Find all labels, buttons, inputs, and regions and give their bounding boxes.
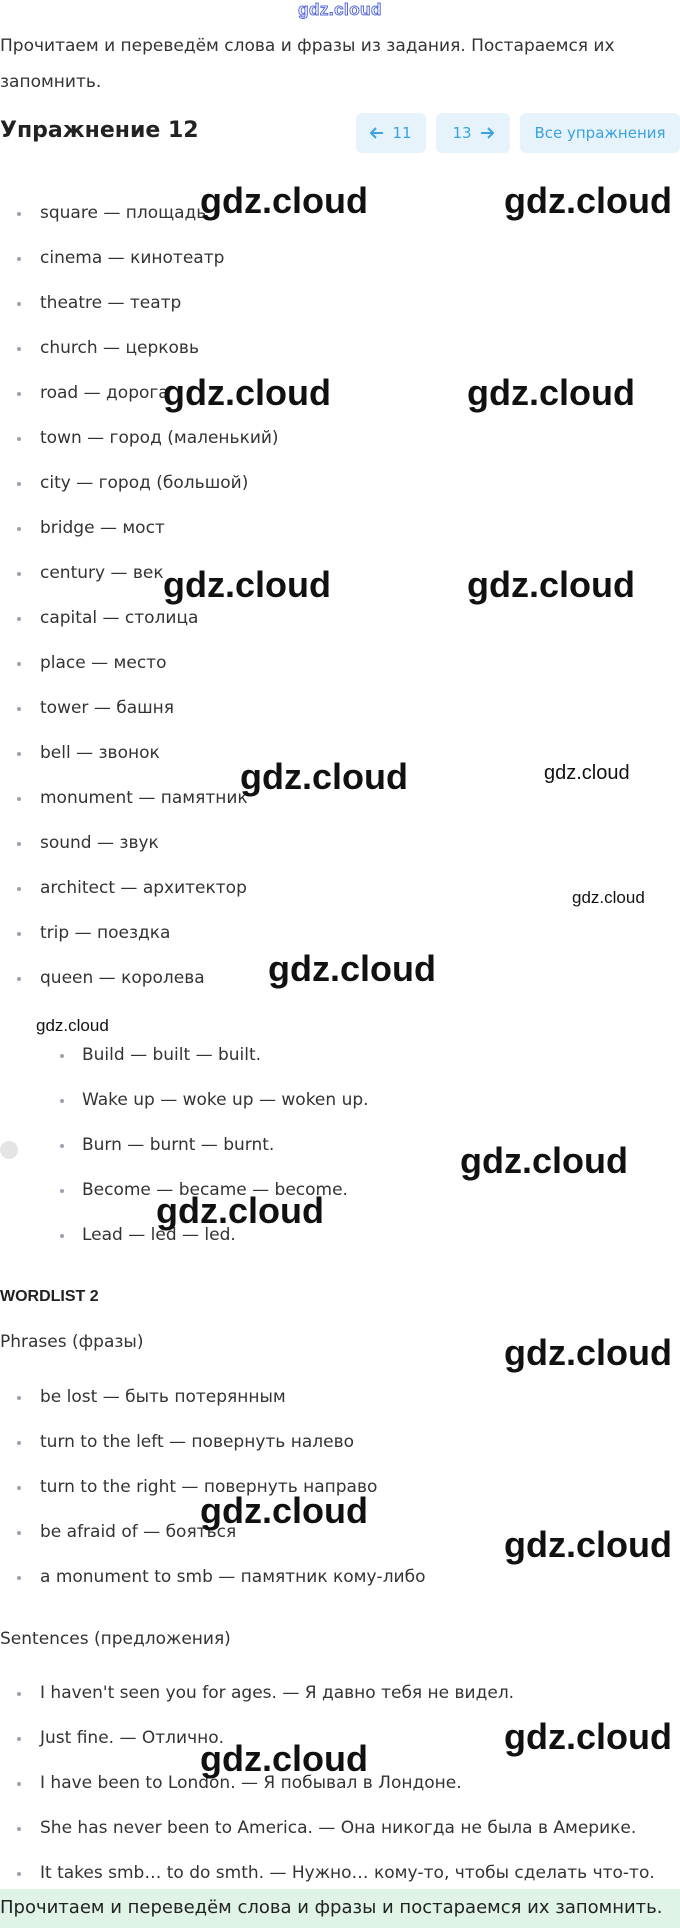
intro-text: Прочитаем и переведём слова и фразы из з… — [0, 36, 615, 92]
list-item: road — дорога — [0, 371, 279, 416]
watermark: gdz.cloud — [504, 1716, 672, 1757]
phrases-list: be lost — быть потерянным turn to the le… — [0, 1375, 426, 1600]
list-item: city — город (большой) — [0, 461, 279, 506]
phrases-heading: Phrases (фразы) — [0, 1332, 144, 1352]
watermark: gdz.cloud — [467, 372, 635, 413]
watermark: gdz.cloud — [572, 888, 645, 907]
site-logo[interactable]: gdz.cloud — [298, 0, 382, 20]
list-item: monument — памятник — [0, 776, 279, 821]
wordlist-heading: WORDLIST 2 — [0, 1288, 99, 1305]
verb-forms-list: Build — built — built. Wake up — woke up… — [0, 1033, 369, 1258]
list-item: Build — built — built. — [0, 1033, 369, 1078]
list-item: Lead — led — led. — [0, 1213, 369, 1258]
watermark: gdz.cloud — [240, 756, 408, 797]
list-item: queen — королева — [0, 956, 279, 1001]
prev-exercise-label: 11 — [392, 124, 412, 142]
list-item: square — площадь — [0, 191, 279, 236]
answer-banner: Прочитаем и переведём слова и фразы и по… — [0, 1889, 680, 1928]
watermark: gdz.cloud — [268, 948, 436, 989]
list-item: Become — became — become. — [0, 1168, 369, 1213]
verbs-label: gdz.cloud — [36, 1016, 109, 1035]
list-item: be lost — быть потерянным — [0, 1375, 426, 1420]
list-item: be afraid of — бояться — [0, 1510, 426, 1555]
arrow-left-icon — [370, 127, 384, 139]
all-exercises-label: Все упражнения — [534, 124, 666, 142]
list-item: trip — поездка — [0, 911, 279, 956]
audio-play-icon[interactable] — [0, 1141, 18, 1159]
list-item: theatre — театр — [0, 281, 279, 326]
list-item: sound — звук — [0, 821, 279, 866]
watermark: gdz.cloud — [504, 180, 672, 221]
list-item: I have been to London. — Я побывал в Лон… — [0, 1761, 655, 1806]
list-item: It takes smb… to do smth. — Нужно… кому-… — [0, 1851, 655, 1896]
watermark: gdz.cloud — [200, 1490, 368, 1531]
vocabulary-list: square — площадь cinema — кинотеатр thea… — [0, 191, 279, 1001]
next-exercise-button[interactable]: 13 — [436, 113, 510, 153]
list-item: She has never been to America. — Она ник… — [0, 1806, 655, 1851]
sentences-heading: Sentences (предложения) — [0, 1629, 231, 1649]
list-item: Just fine. — Отлично. — [0, 1716, 655, 1761]
next-exercise-label: 13 — [452, 124, 472, 142]
watermark: gdz.cloud — [504, 1524, 672, 1565]
list-item: turn to the left — повернуть налево — [0, 1420, 426, 1465]
list-item: Burn — burnt — burnt. — [0, 1123, 369, 1168]
list-item: bell — звонок — [0, 731, 279, 776]
list-item: bridge — мост — [0, 506, 279, 551]
watermark: gdz.cloud — [200, 1738, 368, 1779]
page-title: Упражнение 12 — [0, 118, 199, 143]
sentences-list: I haven't seen you for ages. — Я давно т… — [0, 1671, 655, 1896]
list-item: turn to the right — повернуть направо — [0, 1465, 426, 1510]
arrow-right-icon — [480, 127, 494, 139]
watermark: gdz.cloud — [544, 762, 630, 784]
list-item: cinema — кинотеатр — [0, 236, 279, 281]
list-item: Wake up — woke up — woken up. — [0, 1078, 369, 1123]
watermark: gdz.cloud — [460, 1140, 628, 1181]
prev-exercise-button[interactable]: 11 — [356, 113, 426, 153]
list-item: capital — столица — [0, 596, 279, 641]
list-item: church — церковь — [0, 326, 279, 371]
list-item: place — место — [0, 641, 279, 686]
watermark: gdz.cloud — [200, 180, 368, 221]
watermark: gdz.cloud — [163, 372, 331, 413]
list-item: I haven't seen you for ages. — Я давно т… — [0, 1671, 655, 1716]
list-item: century — век — [0, 551, 279, 596]
watermark: gdz.cloud — [504, 1332, 672, 1373]
list-item: tower — башня — [0, 686, 279, 731]
list-item: a monument to smb — памятник кому-либо — [0, 1555, 426, 1600]
list-item: town — город (маленький) — [0, 416, 279, 461]
watermark: gdz.cloud — [156, 1190, 324, 1231]
watermark: gdz.cloud — [467, 564, 635, 605]
list-item: architect — архитектор — [0, 866, 279, 911]
watermark: gdz.cloud — [163, 564, 331, 605]
all-exercises-button[interactable]: Все упражнения — [520, 113, 680, 153]
